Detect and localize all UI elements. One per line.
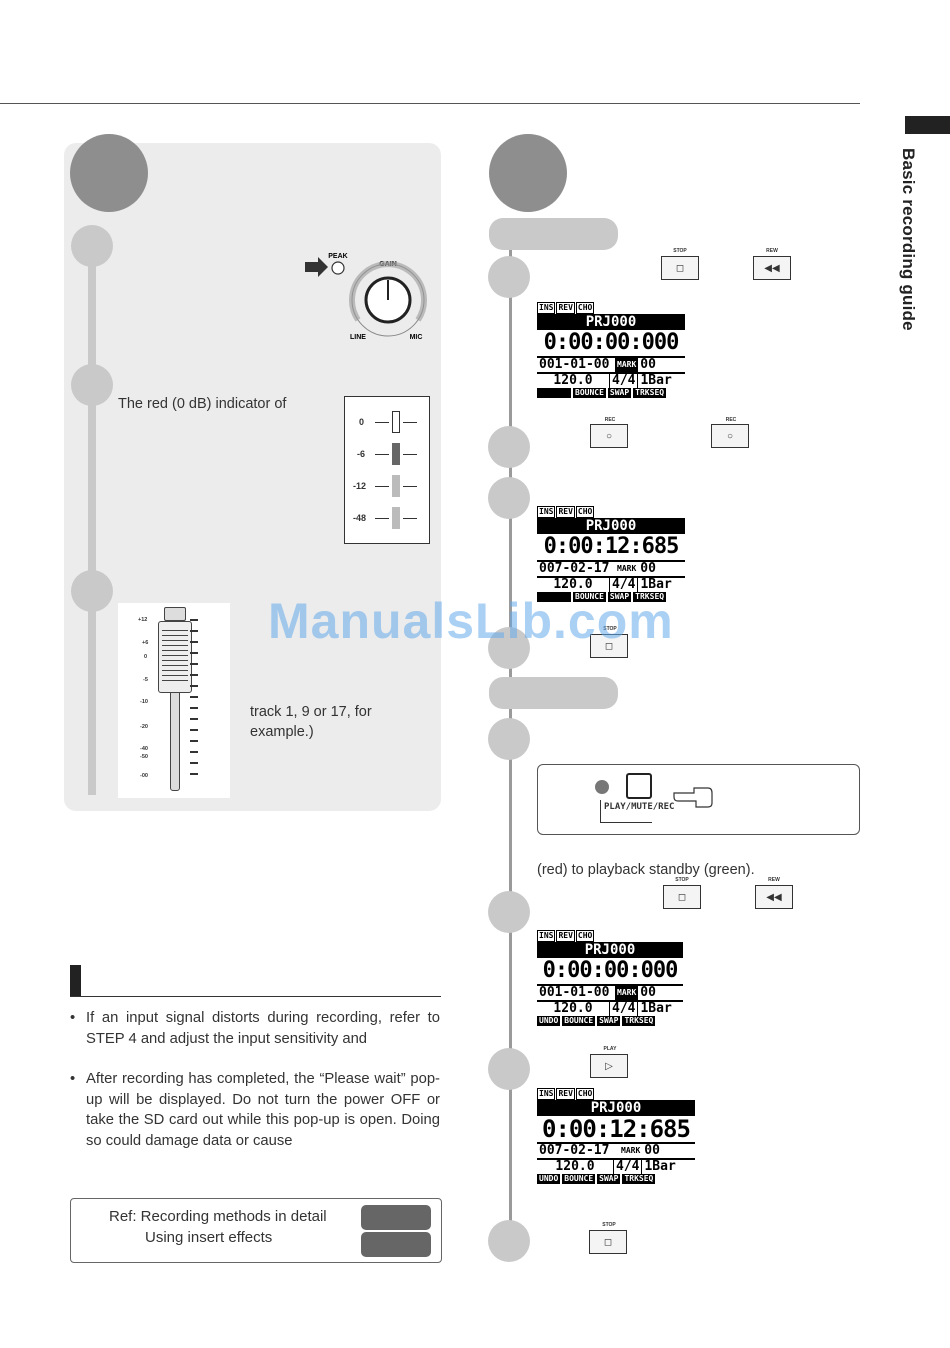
fader-knob	[158, 621, 192, 693]
play-mute-rec-key[interactable]	[626, 773, 652, 799]
lcd-project-name: PRJ000	[537, 942, 683, 958]
lcd-time-counter: 0:00:00:000	[542, 958, 679, 983]
notes-heading-marker	[70, 965, 81, 997]
rec-button[interactable]: ○	[711, 424, 749, 448]
fader-illustration: +12 +6 0 -5 -10 -20 -40 -50 -00	[118, 603, 230, 798]
lcd-project-name: PRJ000	[537, 1100, 695, 1116]
step-number-circle	[489, 134, 567, 212]
watermark: ManualsLib.com	[268, 593, 674, 649]
meter-segment-0db	[392, 411, 400, 433]
rec-button[interactable]: ○	[590, 424, 628, 448]
pointing-hand-icon	[673, 787, 713, 808]
fader-scale-label: -50	[140, 754, 148, 760]
substep-circle	[488, 627, 530, 669]
meter-segment	[392, 475, 400, 497]
meter-level-label: -48	[353, 513, 367, 523]
meter-step-text: The red (0 dB) indicator of	[118, 396, 287, 412]
stop-button[interactable]: ◻	[590, 634, 628, 658]
lcd-time-counter: 0:00:12:685	[543, 534, 680, 559]
section-heading-pill	[489, 218, 618, 250]
meter-level-label: -12	[353, 481, 367, 491]
rec-key-label: REC	[725, 417, 737, 423]
track-status-box: PLAY/MUTE/REC	[537, 764, 860, 835]
header-rule	[0, 103, 860, 104]
substep-circle	[488, 718, 530, 760]
lcd-time-counter: 0:00:12:685	[542, 1115, 691, 1143]
note-item: •After recording has completed, the “Ple…	[70, 1071, 440, 1149]
substep-circle	[488, 426, 530, 468]
stop-button[interactable]: ◻	[589, 1230, 627, 1254]
ref-line: Using insert effects	[145, 1229, 273, 1246]
substep-circle	[71, 364, 113, 406]
pmr-key-label: PLAY/MUTE/REC	[604, 802, 675, 812]
ref-line: Ref: Recording methods in detail	[109, 1208, 327, 1225]
stop-key-label: STOP	[603, 626, 617, 632]
fader-scale-label: -00	[140, 773, 148, 779]
note-item: •If an input signal distorts during reco…	[70, 1010, 440, 1047]
stop-key-label: STOP	[673, 248, 687, 254]
stop-button[interactable]: ◻	[661, 256, 699, 280]
fader-scale-label: -10	[140, 699, 148, 705]
step-number-circle	[70, 134, 148, 212]
rew-key-label: REW	[766, 248, 778, 254]
fader-ticks	[190, 619, 198, 779]
meter-segment	[392, 443, 400, 465]
fader-scale-label: -20	[140, 724, 148, 730]
status-led	[595, 780, 609, 794]
section-tab-marker	[905, 116, 950, 134]
step-connector-line	[88, 245, 96, 795]
section-title: Basic recording guide	[899, 148, 918, 331]
rew-button[interactable]: ◀◀	[755, 885, 793, 909]
stop-button[interactable]: ◻	[663, 885, 701, 909]
rec-key-label: REC	[604, 417, 616, 423]
fader-scale-label: 0	[144, 654, 148, 660]
reference-box: Ref: Recording methods in detail Using i…	[70, 1198, 442, 1263]
lcd-project-name: PRJ000	[537, 518, 685, 534]
substep-circle	[71, 225, 113, 267]
level-meter: 0 -6 -12 -48	[344, 396, 430, 544]
stop-key-label: STOP	[602, 1222, 616, 1228]
fader-scale-label: +12	[138, 617, 148, 623]
lcd-time-counter: 0:00:00:000	[543, 330, 680, 355]
peak-led	[331, 261, 345, 275]
gain-range-arc	[349, 261, 427, 322]
rew-key-label: REW	[768, 877, 780, 883]
substep-circle	[488, 1220, 530, 1262]
substep-circle	[71, 570, 113, 612]
meter-level-label: -6	[357, 449, 366, 459]
notes-heading-rule	[70, 996, 441, 997]
lcd-project-name: PRJ000	[537, 314, 685, 330]
substep-circle	[488, 1048, 530, 1090]
rew-button[interactable]: ◀◀	[753, 256, 791, 280]
meter-segment	[392, 507, 400, 529]
meter-level-label: 0	[359, 417, 365, 427]
substep-circle	[488, 256, 530, 298]
play-key-label: PLAY	[603, 1046, 617, 1052]
fader-scale-label: -40	[140, 746, 148, 752]
substep-circle	[488, 477, 530, 519]
page-ref-pill[interactable]	[361, 1205, 431, 1230]
fader-scale-label: +6	[142, 640, 149, 646]
gain-knob-illustration: PEAK GAIN LINE MIC	[305, 253, 427, 341]
line-label: LINE	[350, 334, 366, 341]
fader-step-text: track 1, 9 or 17, for example.)	[250, 704, 372, 740]
playback-step-text: (red) to playback standby (green).	[537, 862, 755, 878]
arrow-icon	[305, 257, 328, 277]
page-ref-pill[interactable]	[361, 1232, 431, 1257]
section-heading-pill	[489, 677, 618, 709]
mic-label: MIC	[410, 334, 423, 341]
substep-circle	[488, 891, 530, 933]
peak-label: PEAK	[328, 253, 347, 260]
fader-scale-label: -5	[143, 677, 148, 683]
play-button[interactable]: ▷	[590, 1054, 628, 1078]
stop-key-label: STOP	[675, 877, 689, 883]
